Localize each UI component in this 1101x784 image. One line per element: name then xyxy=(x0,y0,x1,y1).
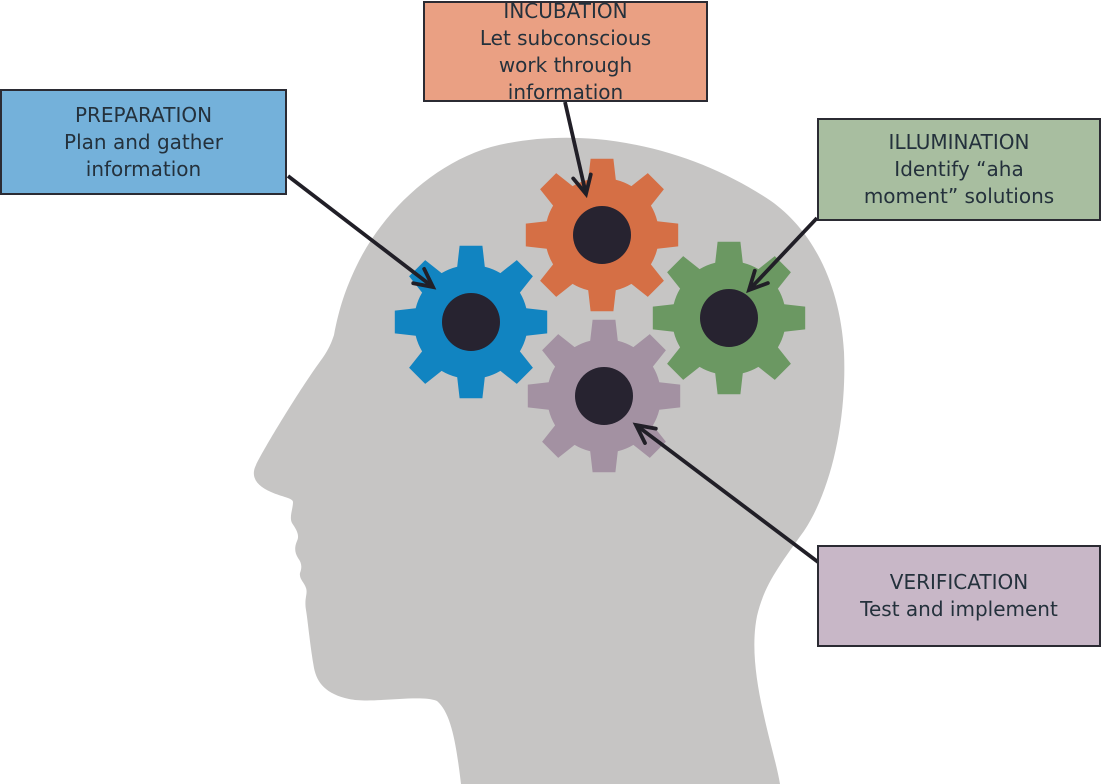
incubation-gear xyxy=(525,158,679,312)
illumination-description: Identify “aha moment” solutions xyxy=(863,157,1055,208)
preparation-gear xyxy=(394,245,548,399)
preparation-description: Plan and gather information xyxy=(64,129,223,181)
incubation-description: Let subconscious work through informatio… xyxy=(479,25,652,104)
preparation-gear-center xyxy=(442,293,500,351)
incubation-label-box: INCUBATION Let subconscious work through… xyxy=(423,0,708,104)
verification-arrow xyxy=(636,425,820,564)
verification-label-box: VERIFICATION Test and implement xyxy=(817,545,1101,647)
illumination-arrow xyxy=(749,216,819,290)
incubation-title: INCUBATION xyxy=(503,0,628,23)
preparation-arrow xyxy=(286,174,433,287)
illumination-gear-center xyxy=(700,289,758,347)
illumination-label-box: ILLUMINATION Identify “aha moment” solut… xyxy=(817,118,1101,221)
illumination-gear xyxy=(652,241,806,395)
verification-gear-center xyxy=(575,367,633,425)
illumination-title: ILLUMINATION xyxy=(888,130,1030,154)
verification-title: VERIFICATION xyxy=(889,570,1029,594)
preparation-title: PREPARATION xyxy=(74,102,213,127)
incubation-arrow xyxy=(563,101,586,194)
incubation-gear-center xyxy=(573,206,631,264)
verification-description: Test and implement xyxy=(860,597,1058,621)
preparation-label-box: PREPARATION Plan and gather information xyxy=(0,89,287,195)
verification-gear xyxy=(527,319,681,473)
